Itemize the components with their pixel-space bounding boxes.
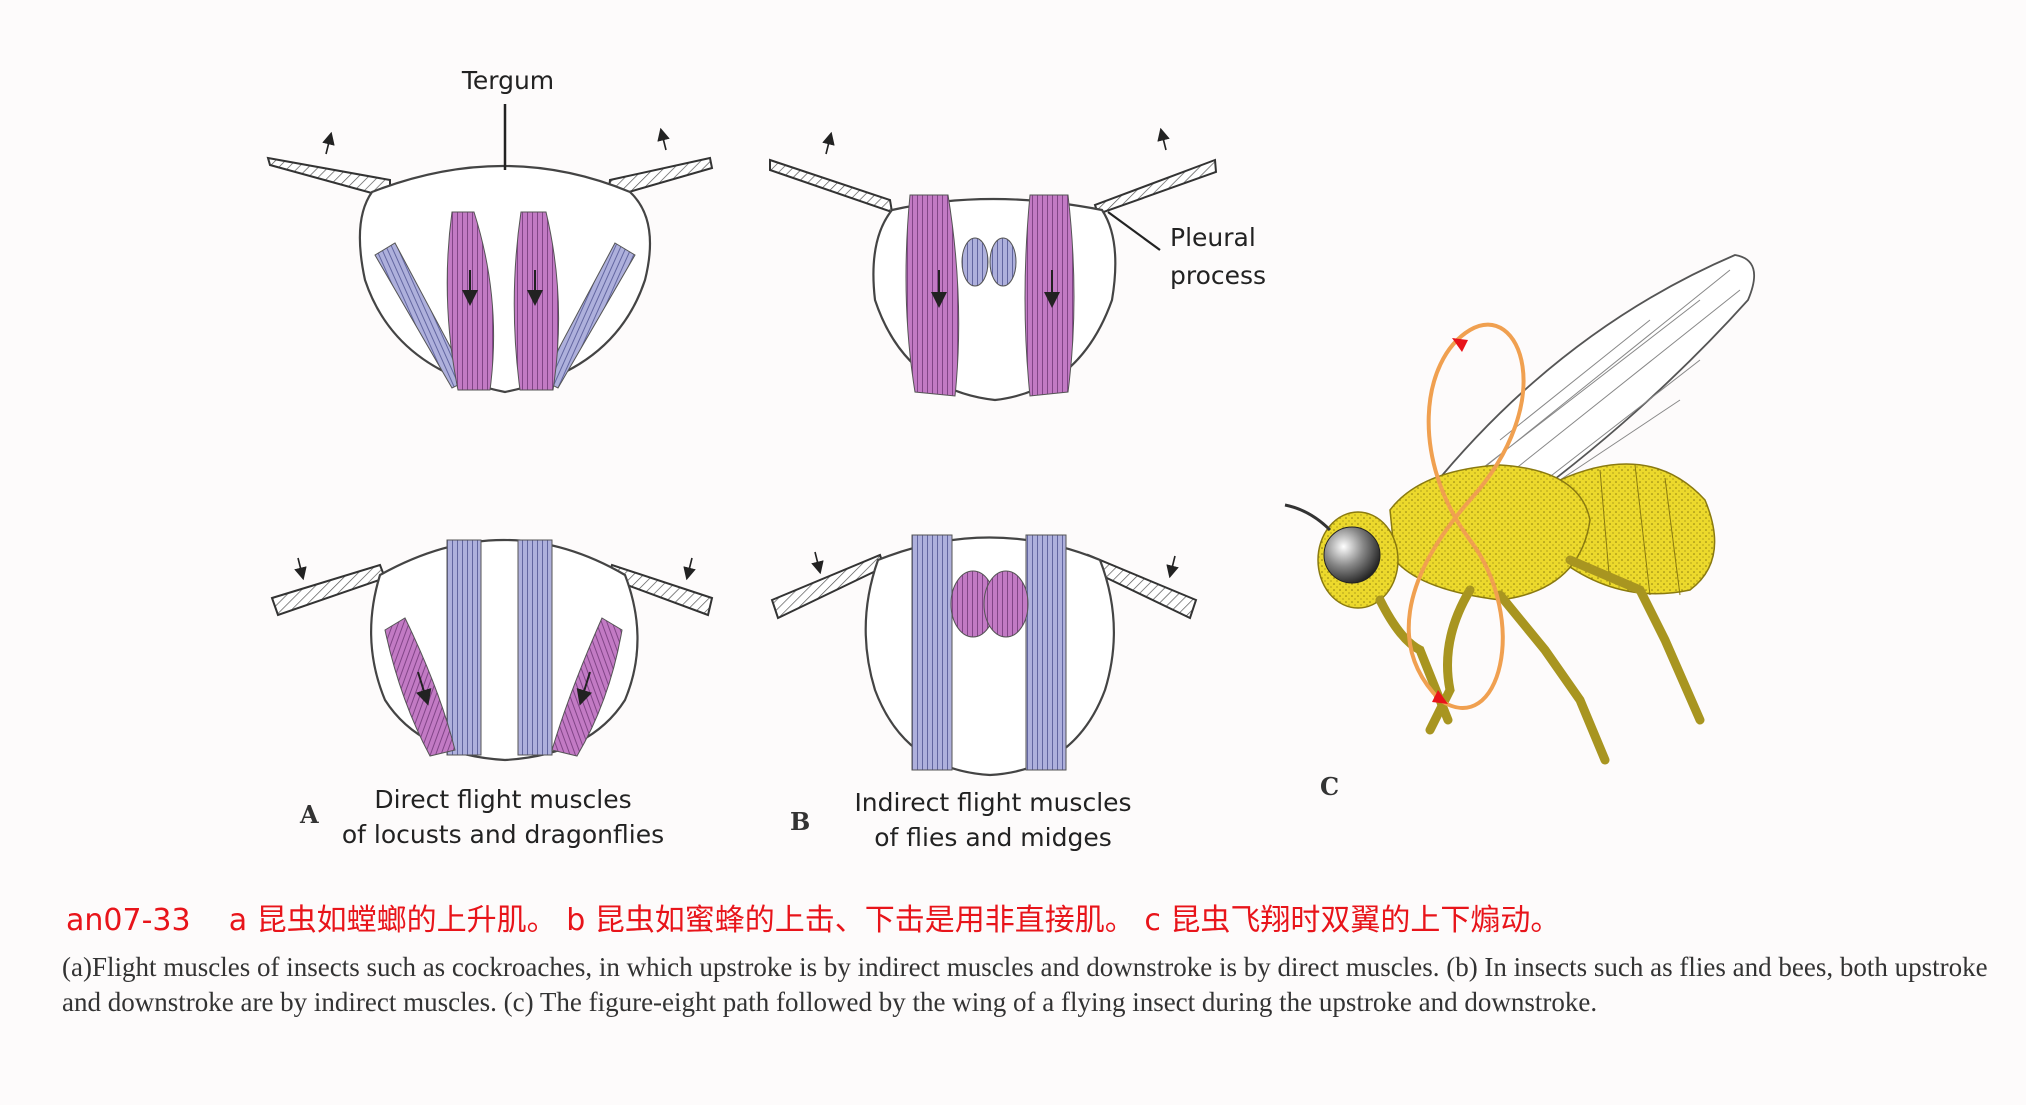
chinese-caption: an07-33 a 昆虫如螳螂的上升肌。 b 昆虫如蜜蜂的上击、下击是用非直接肌…: [66, 895, 1560, 939]
tergum-label: Tergum: [461, 66, 554, 95]
english-caption: (a)Flight muscles of insects such as coc…: [62, 952, 1988, 1017]
process-label: process: [1170, 261, 1266, 290]
panel-b-letter: B: [790, 807, 810, 836]
blue-muscle-right: [517, 539, 553, 756]
blue-muscle-bundle: [961, 237, 989, 287]
blue-muscle-right: [541, 242, 636, 389]
pink-muscle-left: [905, 194, 960, 397]
left-wing-stub: [769, 158, 894, 214]
pleural-pointer: [1107, 211, 1161, 251]
panel-a-caption-line2: of locusts and dragonflies: [342, 820, 664, 849]
caption-part-c: c 昆虫飞翔时双翼的上下煽动。: [1144, 903, 1561, 938]
pink-muscle-bundle: [983, 570, 1029, 638]
path-arrow-icon: [1452, 338, 1468, 352]
panel-c-insect: C: [1284, 254, 1756, 801]
compound-eye-icon: [1323, 526, 1381, 584]
blue-muscle-right: [1025, 534, 1067, 771]
wing-veins: [1449, 269, 1741, 506]
pink-muscle-inner-right: [513, 211, 560, 391]
wing-down-arrow-icon: [1166, 555, 1179, 579]
pink-muscle-right: [1024, 194, 1075, 397]
insect-thorax: [1389, 464, 1591, 601]
thorax-outline: [864, 536, 1115, 777]
wing-up-arrow-icon: [657, 127, 670, 151]
panel-a-downstroke: A Direct flight muscles of locusts and d…: [270, 539, 714, 849]
down-arrow-icon: [576, 671, 592, 706]
panel-a-letter: A: [299, 800, 319, 829]
caption-part-a: a 昆虫如螳螂的上升肌。: [228, 903, 557, 938]
blue-muscle-left: [446, 539, 482, 756]
panel-b-caption-line1: Indirect flight muscles: [854, 788, 1131, 817]
caption-part-b: b 昆虫如蜜蜂的上击、下击是用非直接肌。: [566, 903, 1135, 938]
wing-up-arrow-icon: [822, 131, 835, 155]
wing-up-arrow-icon: [322, 131, 335, 155]
wing-down-arrow-icon: [683, 557, 696, 581]
left-wing-stub: [270, 563, 387, 617]
panel-a-upstroke: Tergum: [266, 66, 714, 394]
flight-muscle-figure: Tergum Pleural process A Direct flight m…: [266, 66, 1756, 852]
insect-leg: [1425, 585, 1475, 735]
wing-up-arrow-icon: [1157, 127, 1170, 151]
blue-muscle-bundle: [989, 237, 1017, 287]
pleural-label: Pleural: [1170, 223, 1256, 252]
wing-down-arrow-icon: [811, 551, 824, 575]
pink-muscle-right: [551, 617, 623, 757]
wing-down-arrow-icon: [294, 557, 307, 581]
insect-leg: [1565, 555, 1705, 725]
abdomen-segments: [1599, 464, 1681, 596]
right-wing-stub: [1093, 158, 1218, 216]
pink-muscle-left: [384, 617, 456, 757]
panel-b-caption-line2: of flies and midges: [874, 823, 1112, 852]
figure-code: an07-33: [66, 903, 191, 938]
insect-leg: [1495, 590, 1610, 765]
panel-b-downstroke: B Indirect flight muscles of flies and m…: [770, 534, 1198, 852]
panel-a-caption-line1: Direct flight muscles: [374, 785, 631, 814]
panel-b-upstroke: Pleural process: [769, 127, 1266, 402]
blue-muscle-left: [911, 534, 953, 771]
insect-antenna: [1284, 503, 1332, 532]
down-arrow-icon: [416, 671, 432, 706]
panel-c-letter: C: [1320, 772, 1339, 801]
insect-leg: [1375, 595, 1453, 725]
path-arrow-icon: [1432, 690, 1448, 704]
